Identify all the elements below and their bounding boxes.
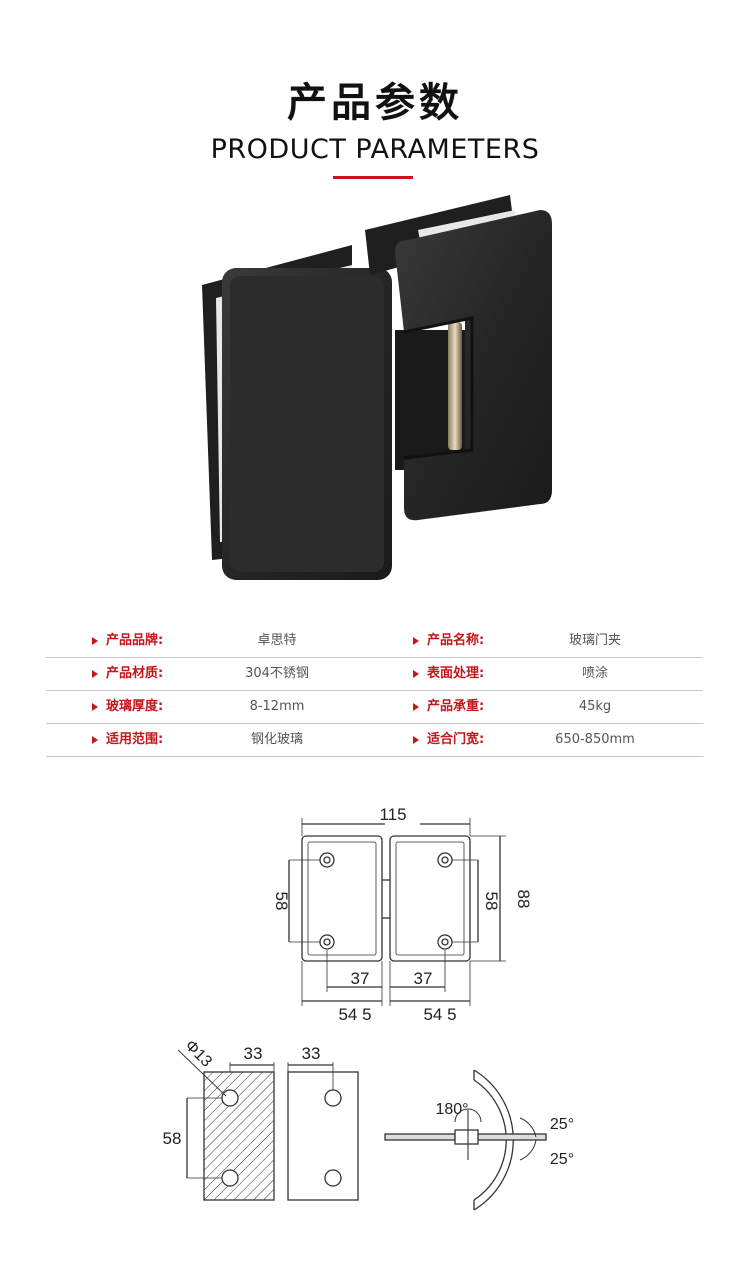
front-view	[288, 818, 506, 1006]
page-title-en: PRODUCT PARAMETERS	[210, 134, 540, 165]
arrow-icon	[413, 670, 419, 678]
spec-value: 钢化玻璃	[250, 732, 303, 747]
swing-view	[384, 1069, 547, 1211]
spec-label: 产品材质:	[106, 666, 164, 681]
spec-value: 8-12mm	[249, 699, 305, 714]
dim-hole-spacing-left-label: 58	[272, 892, 291, 911]
spec-label: 产品名称:	[427, 633, 485, 648]
spec-row: 适用范围: 钢化玻璃 适合门宽: 650-850mm	[46, 724, 703, 757]
arrow-icon	[92, 670, 98, 678]
spec-value: 喷涂	[581, 666, 608, 681]
angle-up-label: 25°	[550, 1116, 574, 1133]
cutout-spacing-label: 58	[163, 1129, 182, 1148]
arrow-icon	[413, 637, 419, 645]
spec-label: 适用范围:	[106, 732, 164, 747]
cutout-offset-1-label: 33	[244, 1044, 263, 1063]
title-underline	[333, 176, 413, 179]
spec-label: 表面处理:	[427, 666, 485, 681]
arrow-icon	[92, 736, 98, 744]
spec-table: 产品品牌: 卓思特 产品名称: 玻璃门夹 产品材质: 304不锈钢 表面处理: …	[46, 625, 703, 757]
dim-hole-spacing-right-label: 58	[482, 892, 501, 911]
spec-value: 650-850mm	[555, 732, 635, 747]
dim-inner-right-label: 37	[414, 969, 433, 988]
technical-drawing: 115 88 58 58 37 37 54 5 54 5 Φ13 33 33 5…	[163, 805, 574, 1211]
arrow-icon	[413, 736, 419, 744]
spec-value: 卓思特	[257, 633, 297, 648]
dim-outer-right-label: 54 5	[423, 1005, 456, 1024]
arrow-icon	[92, 637, 98, 645]
arrow-icon	[92, 703, 98, 711]
spec-label: 产品品牌:	[106, 633, 164, 648]
spec-row: 玻璃厚度: 8-12mm 产品承重: 45kg	[46, 691, 703, 724]
dim-width-label: 115	[379, 805, 406, 824]
cutout-diameter-label: Φ13	[181, 1037, 215, 1071]
page-title-cn: 产品参数	[287, 80, 463, 126]
spec-row: 产品品牌: 卓思特 产品名称: 玻璃门夹	[46, 625, 703, 658]
dim-inner-left-label: 37	[351, 969, 370, 988]
angle-down-label: 25°	[550, 1151, 574, 1168]
dim-outer-left-label: 54 5	[338, 1005, 371, 1024]
spec-label: 产品承重:	[427, 699, 485, 714]
angle-swing-label: 180°	[435, 1101, 468, 1118]
spec-value: 45kg	[578, 699, 612, 714]
spec-label: 玻璃厚度:	[106, 699, 164, 714]
glass-cutout-view	[177, 1049, 359, 1201]
arrow-icon	[413, 703, 419, 711]
spec-label: 适合门宽:	[427, 732, 485, 747]
product-image	[202, 195, 552, 580]
spec-row: 产品材质: 304不锈钢 表面处理: 喷涂	[46, 658, 703, 691]
dim-height-label: 88	[514, 890, 533, 909]
cutout-offset-2-label: 33	[302, 1044, 321, 1063]
spec-value: 304不锈钢	[245, 666, 309, 681]
spec-value: 玻璃门夹	[568, 633, 621, 648]
